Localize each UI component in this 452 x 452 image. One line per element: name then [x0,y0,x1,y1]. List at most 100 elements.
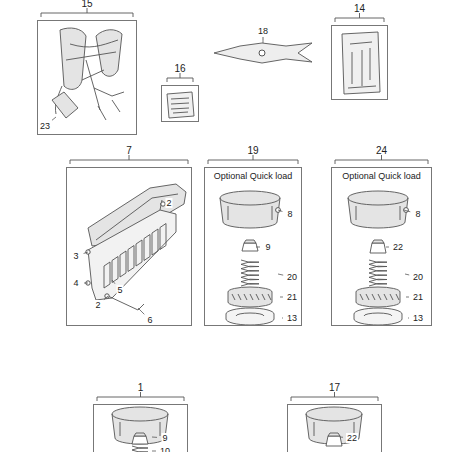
part-outline [335,155,428,164]
part-outline [326,436,342,446]
callout-number: 20 [412,272,424,282]
part-group-box: 7 [66,167,192,326]
part-group-box: 14 [331,25,388,100]
callout-number: 6 [146,315,153,325]
part-outline [132,436,148,444]
part-outline [70,155,188,164]
callout-number: 8 [414,209,421,219]
part-outline [52,92,78,118]
part-outline [335,13,384,22]
callout-number: 22 [346,433,358,443]
part-outline [86,60,124,110]
callout-number: 4 [72,278,79,288]
callout-number: 10 [159,446,171,452]
part-outline [160,224,166,250]
callout-number: 21 [412,292,424,302]
leader-line [278,210,282,211]
leader-line [256,247,260,248]
part-outline [112,414,168,421]
part-outline [167,73,193,82]
part-outline [369,260,387,286]
leader-line [280,297,283,298]
leader-line [405,274,409,276]
part-outline [348,198,408,205]
part-outline [214,43,312,63]
group-number: 15 [81,0,92,9]
callout-number: 9 [264,242,271,252]
group-number: 19 [247,145,258,156]
part-outline [256,294,259,300]
part-outline [98,100,120,120]
callout-number: 13 [412,313,424,323]
part-outline [228,206,272,220]
part-outline [134,433,146,436]
part-outline [220,198,280,205]
part-outline [342,32,380,94]
part-outline [232,294,235,300]
part-outline [228,287,272,307]
leader-line [282,318,284,319]
part-outline [364,313,392,316]
callout-number: 23 [39,121,51,131]
part-outline [354,308,402,325]
leader-line [84,283,88,284]
callout-number: 21 [286,292,298,302]
group-number: 17 [329,382,340,393]
part-outline [396,294,399,300]
part-outline [152,229,158,255]
part-outline [112,407,168,444]
part-outline [244,294,247,300]
part-outline [250,294,253,300]
part-outline [390,294,393,300]
callout-number: 22 [392,242,404,252]
callout-number: 20 [286,272,298,282]
leader-line [160,203,161,204]
callout-number: 2 [165,198,172,208]
leader-line [406,297,409,298]
group-heading: Optional Quick load [205,171,301,181]
group-number: 16 [174,63,185,74]
leader-line [408,318,410,319]
part-outline [104,262,110,288]
callout-number: 18 [257,26,269,36]
part-outline [241,260,259,286]
part-outline [268,294,271,300]
callout-number: 2 [94,300,101,310]
leader-line [52,117,56,120]
part-outline [384,294,387,300]
leader-line [152,437,157,438]
part-outline [144,235,150,261]
callout-number: 8 [286,209,293,219]
part-outline [244,240,256,243]
part-outline [236,313,264,316]
callout-number: 9 [161,433,168,443]
blade-hole [259,50,265,56]
part-outline [372,294,375,300]
drawing [41,8,428,452]
callout-number: 13 [286,313,298,323]
part-outline [262,294,265,300]
part-group-box: 17 [287,404,382,452]
part-group-box: 15 [37,20,137,135]
part-group-box: 24Optional Quick load [331,167,432,326]
leader-line [404,210,410,212]
callout-number: 5 [116,285,123,295]
leader-line [112,280,115,284]
part-outline [328,433,340,436]
part-outline [291,392,378,401]
group-number: 1 [138,382,144,393]
part-outline [132,446,148,452]
part-outline [348,42,376,88]
part-outline [120,251,126,277]
leader-line [104,296,108,300]
part-outline [220,191,280,228]
part-outline [128,246,134,272]
part-outline [167,92,194,118]
leader-line [263,40,264,43]
part-outline [136,240,142,266]
part-outline [108,200,162,310]
leader-line [84,252,88,253]
callout-number: 3 [72,251,79,261]
leader-line [152,451,156,452]
